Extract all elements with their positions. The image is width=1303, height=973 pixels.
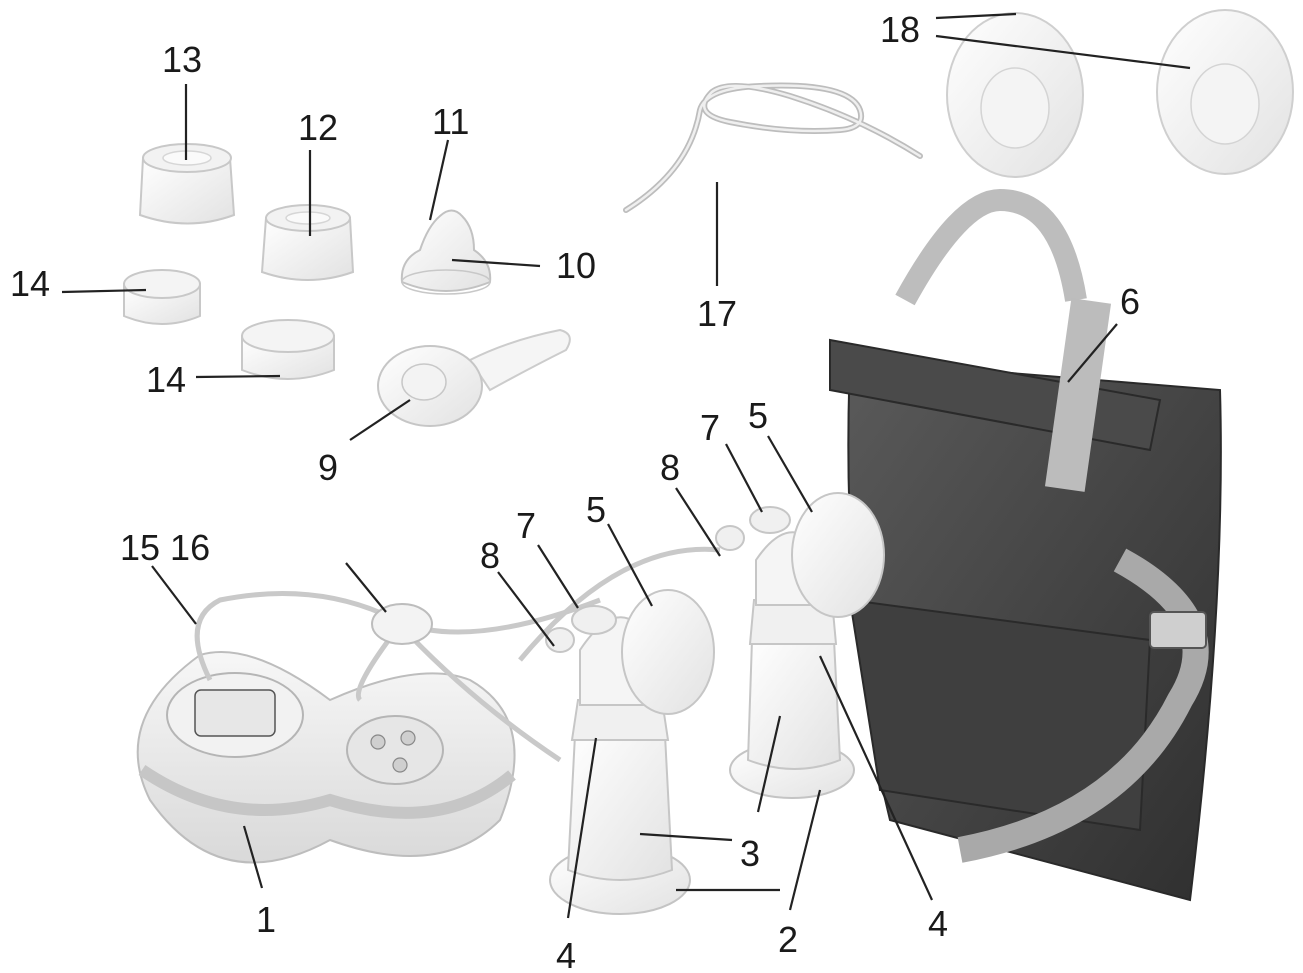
label-9: 9 bbox=[318, 447, 338, 488]
label-14-upper: 14 bbox=[10, 263, 50, 304]
label-10: 10 bbox=[556, 245, 596, 286]
label-5-left: 5 bbox=[586, 489, 606, 530]
valve-cap bbox=[377, 328, 571, 427]
label-15-16: 15 16 bbox=[120, 527, 210, 568]
label-3-left: 3 bbox=[740, 833, 760, 874]
label-8-left: 8 bbox=[480, 535, 500, 576]
label-11: 11 bbox=[432, 101, 469, 142]
label-6: 6 bbox=[1120, 281, 1140, 322]
label-7-right: 7 bbox=[700, 407, 720, 448]
tubing bbox=[623, 82, 923, 213]
label-17: 17 bbox=[697, 293, 737, 334]
label-13: 13 bbox=[162, 39, 202, 80]
label-8-right: 8 bbox=[660, 447, 680, 488]
sealing-disc-2 bbox=[241, 319, 335, 380]
bottle-adapter-small bbox=[260, 204, 355, 281]
connection-tubes bbox=[194, 546, 721, 763]
label-18: 18 bbox=[880, 9, 920, 50]
callout-labels: 13 12 11 10 14 14 9 17 18 6 15 16 1 8 7 … bbox=[10, 9, 1140, 973]
leader-lines bbox=[61, 12, 1191, 919]
carry-bag bbox=[829, 188, 1222, 902]
pump-kit-right bbox=[715, 492, 885, 799]
label-12: 12 bbox=[298, 107, 338, 148]
breast-shield-2 bbox=[1156, 9, 1294, 175]
label-14-lower: 14 bbox=[146, 359, 186, 400]
label-1: 1 bbox=[256, 899, 276, 940]
sealing-disc-1 bbox=[123, 269, 201, 325]
teat bbox=[400, 209, 492, 295]
label-2-left: 2 bbox=[778, 919, 798, 960]
label-7-left: 7 bbox=[516, 505, 536, 546]
label-4-left: 4 bbox=[556, 935, 576, 973]
pump-kit-left bbox=[545, 589, 715, 915]
breast-shield-1 bbox=[946, 12, 1084, 178]
pump-unit bbox=[136, 651, 516, 864]
label-4-right: 4 bbox=[928, 903, 948, 944]
label-5-right: 5 bbox=[748, 395, 768, 436]
